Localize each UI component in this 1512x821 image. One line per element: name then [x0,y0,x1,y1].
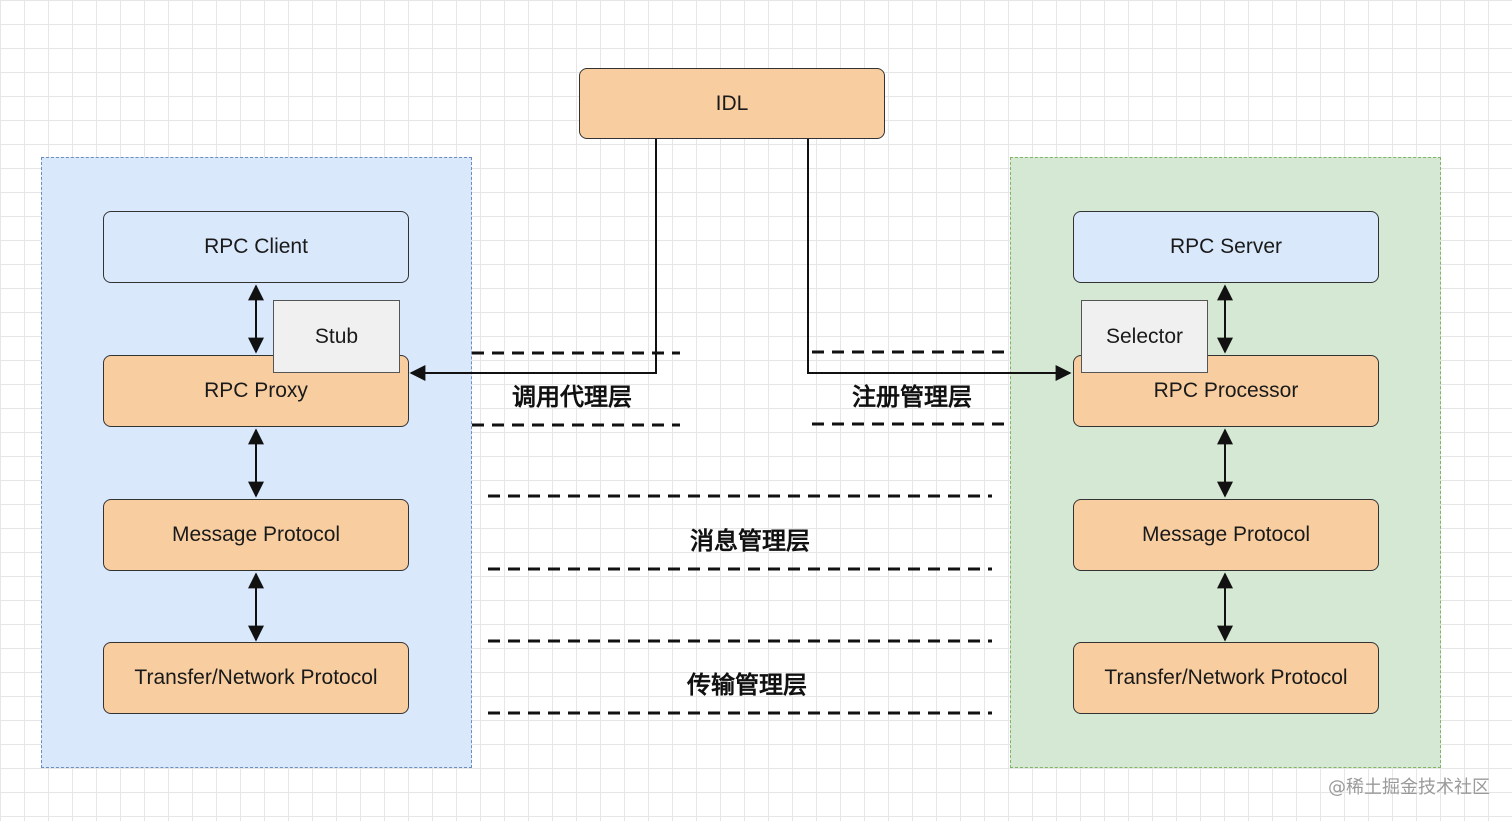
rpc-client-box: RPC Client [103,211,409,283]
registry-layer-label: 注册管理层 [852,383,972,411]
idl-box: IDL [579,68,885,139]
watermark: @稀土掘金技术社区 [1328,777,1490,798]
selector-box: Selector [1081,300,1208,373]
server-transfer-protocol-box: Transfer/Network Protocol [1073,642,1379,714]
client-message-protocol-box: Message Protocol [103,499,409,571]
server-message-protocol-box: Message Protocol [1073,499,1379,571]
message-layer-label: 消息管理层 [690,527,810,555]
invoke-proxy-layer-label: 调用代理层 [512,383,632,411]
transport-layer-label: 传输管理层 [687,671,807,699]
rpc-server-box: RPC Server [1073,211,1379,283]
stub-box: Stub [273,300,400,373]
client-transfer-protocol-box: Transfer/Network Protocol [103,642,409,714]
